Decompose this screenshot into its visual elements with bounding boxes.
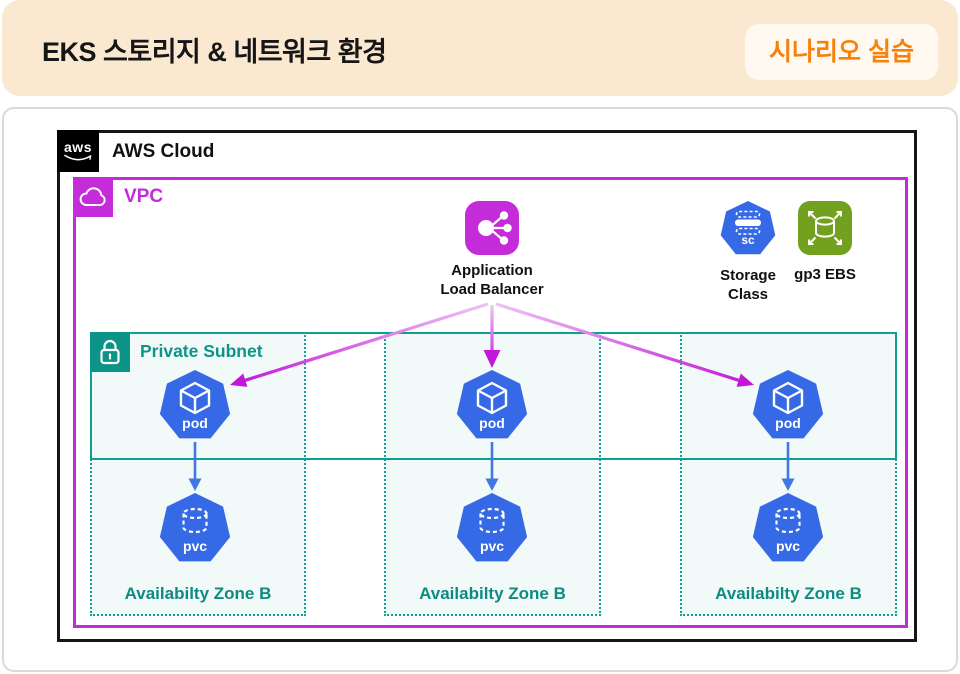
pvc-label: pvc xyxy=(182,538,208,554)
pvc-label: pvc xyxy=(479,538,505,554)
availability-zone-label: Availabilty Zone B xyxy=(419,584,566,603)
availability-zone-label: Availabilty Zone B xyxy=(715,584,862,603)
page-title: EKS 스토리지 & 네트워크 환경 xyxy=(42,37,387,67)
pvc-icon: pvc xyxy=(456,492,528,566)
pod-icon: pod xyxy=(456,369,528,443)
pvc-label: pvc xyxy=(775,538,801,554)
aws-cloud-container: aws AWS Cloud VPC xyxy=(57,130,917,642)
vpc-container: VPC Application Load Balancer xyxy=(73,177,908,628)
load-balancer-icon xyxy=(465,201,519,255)
vpc-cloud-icon xyxy=(73,177,113,217)
aws-smile-icon xyxy=(64,154,92,160)
pod-label: pod xyxy=(775,415,801,431)
pvc-icon: pvc xyxy=(752,492,824,566)
ebs-label: gp3 EBS xyxy=(794,266,856,283)
storage-class-icon-text: sc xyxy=(741,233,755,247)
pod-icon: pod xyxy=(752,369,824,443)
aws-logo-icon: aws xyxy=(57,130,99,172)
availability-zone-label: Availabilty Zone B xyxy=(124,584,272,603)
load-balancer-label: Application Load Balancer xyxy=(440,262,544,298)
private-subnet-label: Private Subnet xyxy=(140,341,263,361)
pvc-icon: pvc xyxy=(159,492,231,566)
aws-cloud-label: AWS Cloud xyxy=(112,141,215,162)
vpc-label: VPC xyxy=(124,186,164,207)
scenario-badge: 시나리오 실습 xyxy=(745,24,938,80)
aws-logo-text: aws xyxy=(64,138,92,155)
pod-label: pod xyxy=(479,415,505,431)
storage-class-label: Storage Class xyxy=(720,267,776,303)
pod-icon: pod xyxy=(159,369,231,443)
pod-label: pod xyxy=(182,415,208,431)
header-bar: EKS 스토리지 & 네트워크 환경 시나리오 실습 xyxy=(2,0,958,96)
lock-icon xyxy=(90,332,130,372)
diagram-card: aws AWS Cloud VPC xyxy=(2,107,958,672)
ebs-volume-icon xyxy=(798,201,852,255)
storage-class-icon: sc xyxy=(720,200,776,258)
